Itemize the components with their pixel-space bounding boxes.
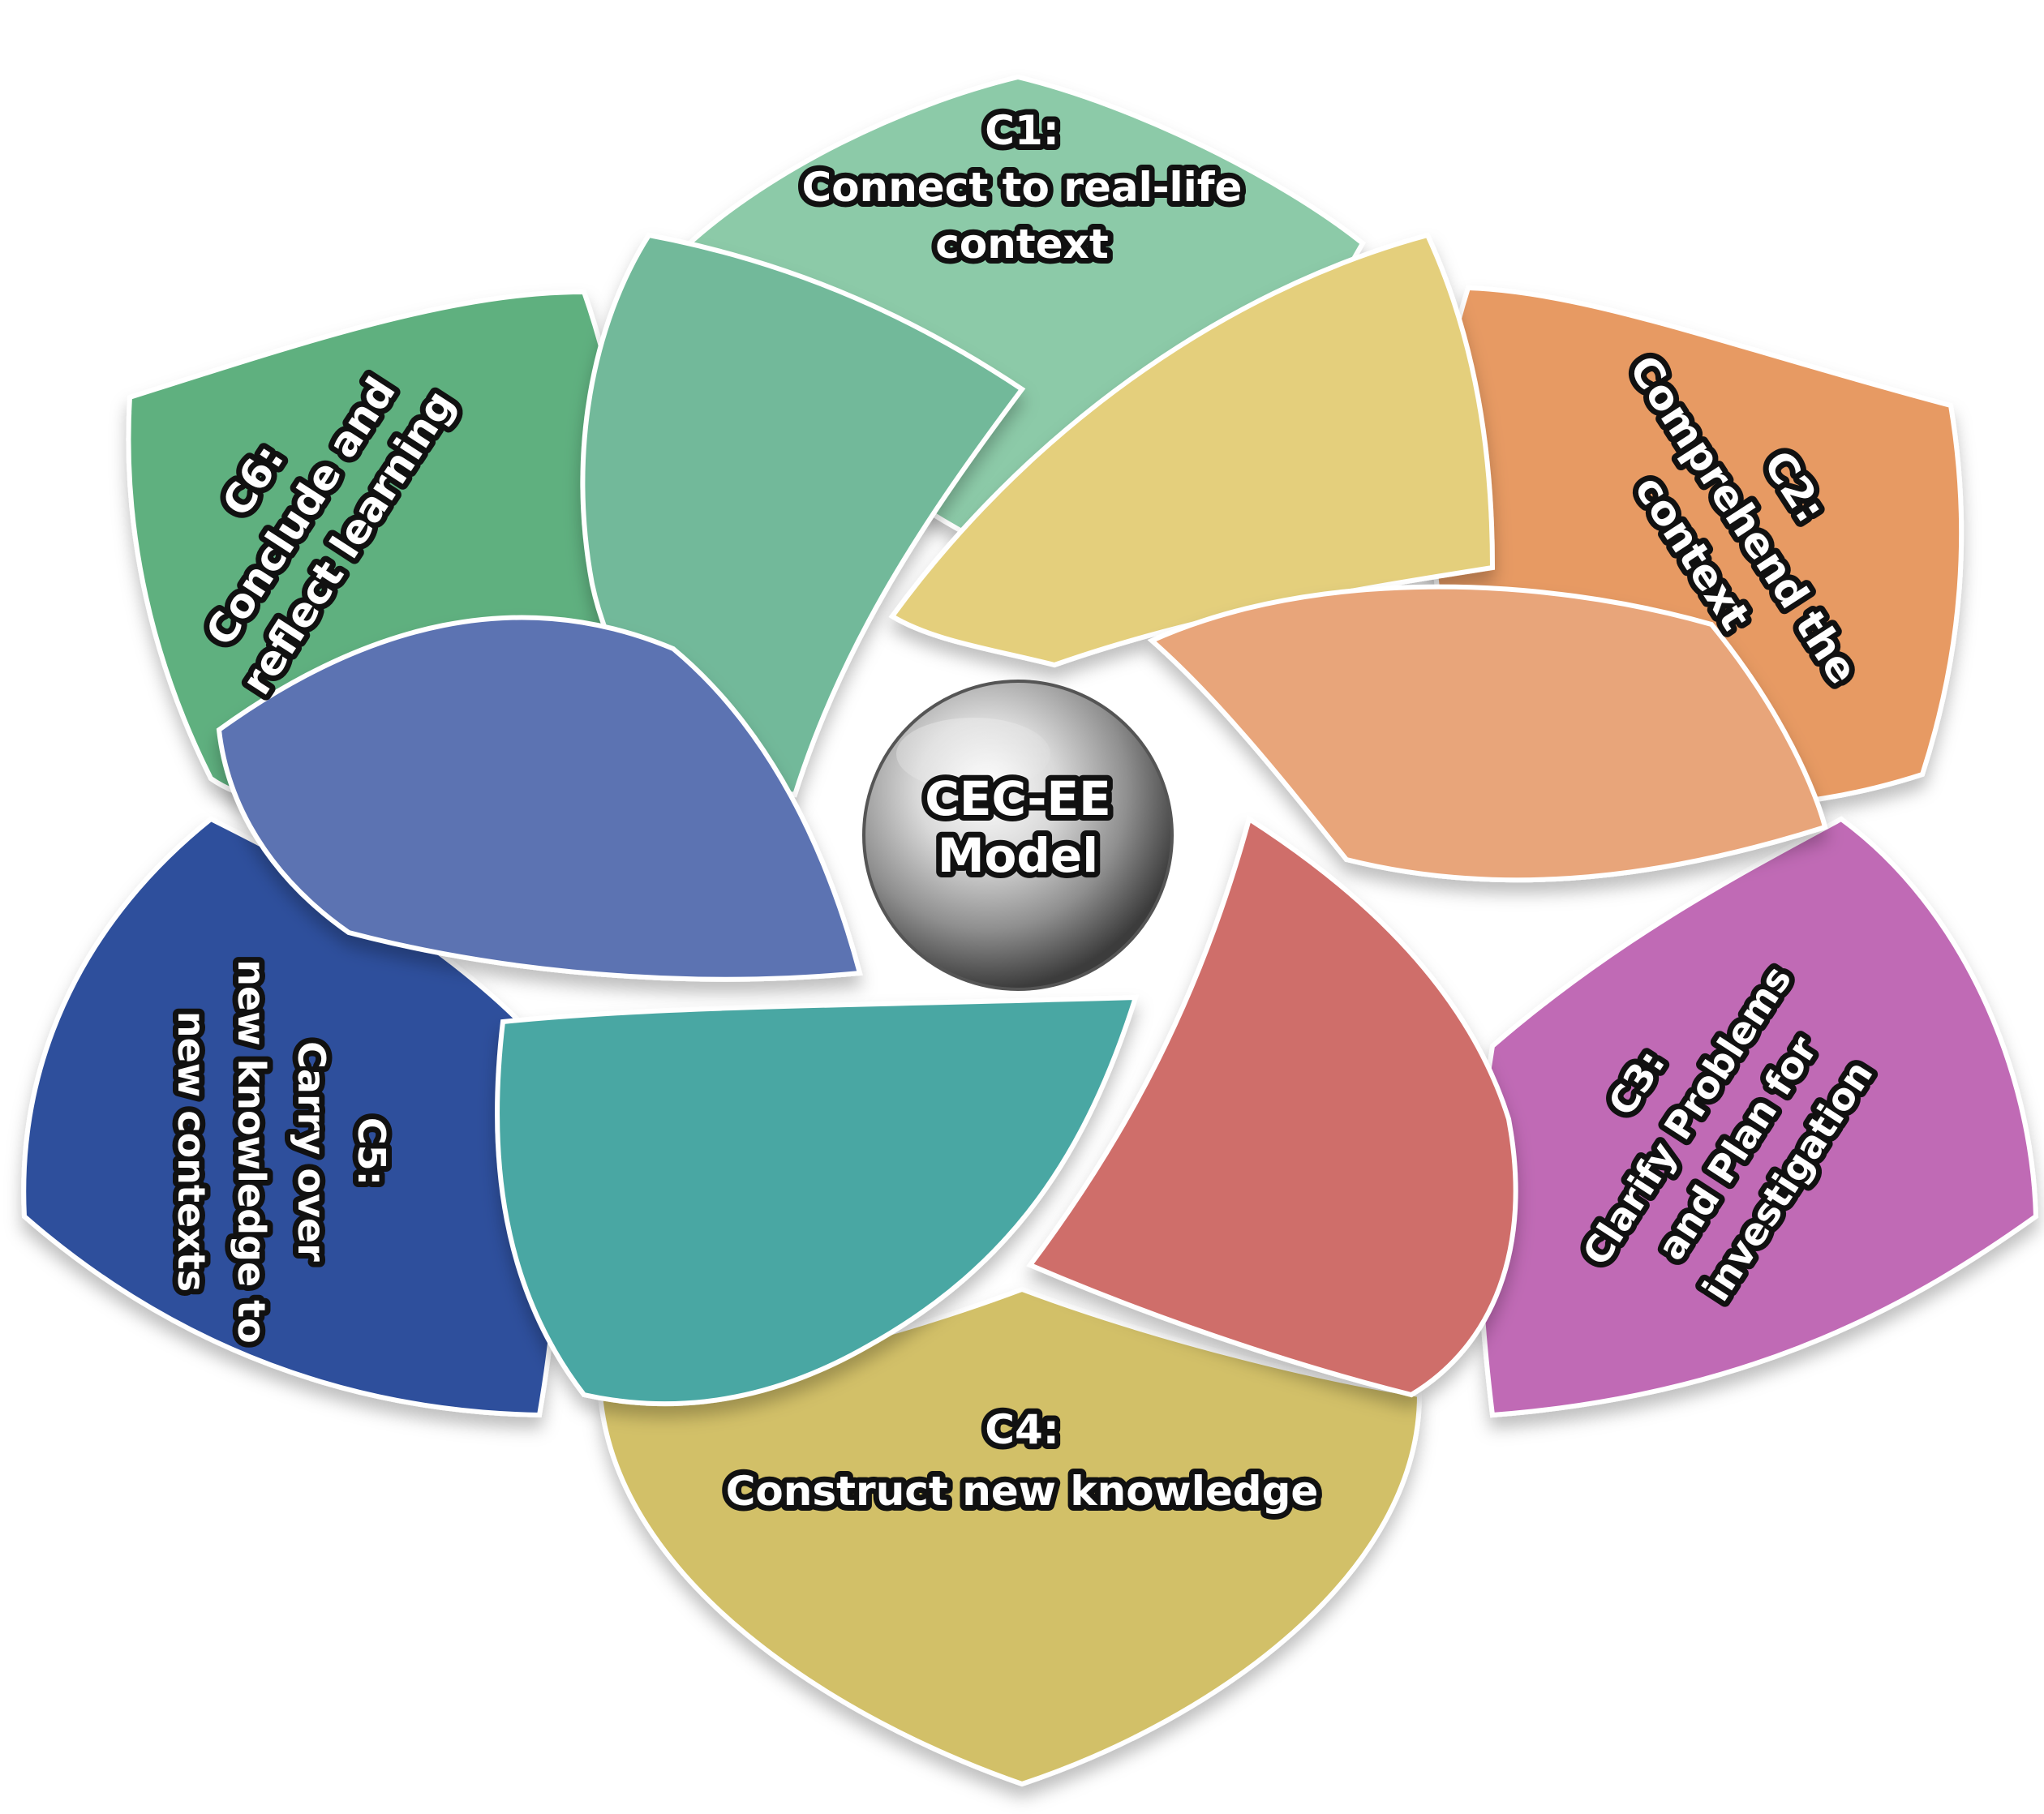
inner-swirl	[216, 232, 1828, 1407]
inner-petal-c1	[580, 232, 1026, 798]
label-c4-line1: Construct new knowledge	[726, 1468, 1319, 1515]
label-c4: C4: Construct new knowledge	[720, 1400, 1325, 1520]
label-c5-code: C5:	[350, 1117, 393, 1186]
center-title-line1: CEC-EE	[925, 771, 1110, 826]
label-c5-line1: Carry over	[290, 1041, 333, 1262]
center-sphere: CEC-EE Model	[862, 680, 1174, 991]
center-title-line2: Model	[938, 828, 1098, 883]
inner-petal-c2	[888, 232, 1496, 668]
label-c1-line2: context	[935, 221, 1109, 268]
inner-petal-c5	[495, 994, 1140, 1407]
inner-petal-c6	[216, 615, 863, 982]
label-c1-code: C1:	[985, 107, 1058, 154]
petal-c5	[21, 816, 561, 1418]
inner-petal-c2b	[1147, 584, 1828, 883]
label-c5-line3: new contexts	[170, 1011, 213, 1292]
label-c4-code: C4:	[985, 1406, 1058, 1453]
inner-petal-c3	[1026, 815, 1518, 1398]
label-c5-line2: new knowledge to	[230, 959, 273, 1344]
label-c1-line1: Connect to real-life	[802, 164, 1243, 211]
label-c1: C1: Connect to real-life context	[797, 101, 1248, 273]
petal-c4	[597, 1286, 1423, 1787]
label-c5: C5: Carry over new knowledge to new cont…	[164, 954, 399, 1349]
